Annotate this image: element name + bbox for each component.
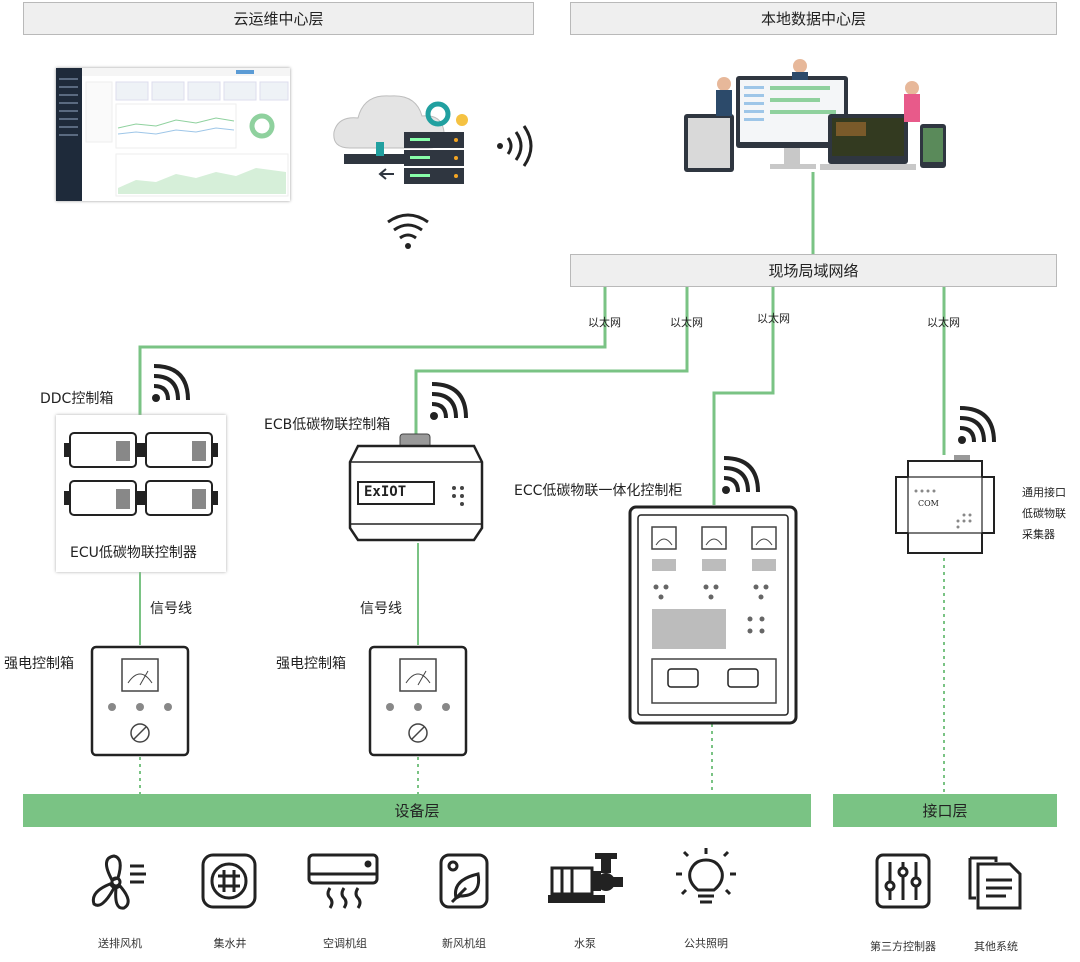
ecu-controller-label: ECU低碳物联控制器 bbox=[70, 545, 197, 561]
interface-label: 第三方控制器 bbox=[870, 940, 936, 953]
ddc-box-label: DDC控制箱 bbox=[40, 391, 114, 407]
signal-line-label: 信号线 bbox=[360, 601, 402, 617]
power-control-box bbox=[368, 645, 468, 757]
lan-header: 现场局域网络 bbox=[570, 254, 1057, 287]
wireless-signal-icon bbox=[386, 208, 430, 256]
wireless-signal-icon bbox=[494, 124, 538, 172]
power-control-box bbox=[90, 645, 190, 757]
wireless-signal-icon bbox=[150, 364, 190, 408]
signal-line-label: 信号线 bbox=[150, 601, 192, 617]
ethernet-label: 以太网 bbox=[588, 316, 621, 329]
collector-device: COM bbox=[894, 455, 996, 559]
wireless-signal-icon bbox=[956, 406, 996, 450]
device-label: 公共照明 bbox=[684, 937, 728, 950]
device-label: 集水井 bbox=[213, 937, 247, 950]
local-datacenter-illustration bbox=[680, 58, 950, 176]
documents-icon bbox=[966, 852, 1024, 914]
ethernet-label: 以太网 bbox=[927, 316, 960, 329]
collector-label-line: 低碳物联 bbox=[1022, 507, 1066, 520]
collector-label-line: 通用接口 bbox=[1022, 486, 1066, 499]
ecc-cabinet bbox=[628, 505, 798, 725]
ecb-control-box: ExIOT bbox=[348, 432, 484, 544]
power-box-label: 强电控制箱 bbox=[276, 656, 346, 672]
lighting-icon bbox=[676, 848, 736, 914]
cloud-server-icon bbox=[330, 86, 480, 191]
water-pump-icon bbox=[547, 852, 624, 914]
wireless-signal-icon bbox=[428, 382, 468, 426]
interface-layer-bar: 接口层 bbox=[833, 794, 1057, 827]
fan-icon bbox=[90, 852, 148, 914]
fresh-air-unit-icon bbox=[438, 852, 490, 914]
device-label: 水泵 bbox=[574, 937, 596, 950]
air-conditioner-icon bbox=[306, 852, 380, 914]
interface-label: 其他系统 bbox=[974, 940, 1018, 953]
ecb-box-label: ECB低碳物联控制箱 bbox=[264, 417, 391, 433]
cloud-layer-header: 云运维中心层 bbox=[23, 2, 534, 35]
dashboard-screenshot bbox=[56, 68, 290, 201]
device-label: 空调机组 bbox=[323, 937, 367, 950]
ecb-brand-text: ExIOT bbox=[364, 484, 407, 500]
ethernet-label: 以太网 bbox=[670, 316, 703, 329]
wireless-signal-icon bbox=[720, 456, 760, 500]
ecc-cabinet-label: ECC低碳物联一体化控制柜 bbox=[514, 483, 683, 499]
local-layer-header: 本地数据中心层 bbox=[570, 2, 1057, 35]
controller-sliders-icon bbox=[874, 852, 932, 914]
device-label: 送排风机 bbox=[98, 937, 142, 950]
power-box-label: 强电控制箱 bbox=[4, 656, 74, 672]
collector-label-line: 采集器 bbox=[1022, 528, 1055, 541]
sump-well-icon bbox=[200, 852, 258, 914]
collector-brand-text: COM bbox=[918, 499, 939, 508]
device-label: 新风机组 bbox=[442, 937, 486, 950]
ethernet-label: 以太网 bbox=[757, 312, 790, 325]
device-layer-bar: 设备层 bbox=[23, 794, 811, 827]
ddc-control-box bbox=[56, 415, 226, 572]
